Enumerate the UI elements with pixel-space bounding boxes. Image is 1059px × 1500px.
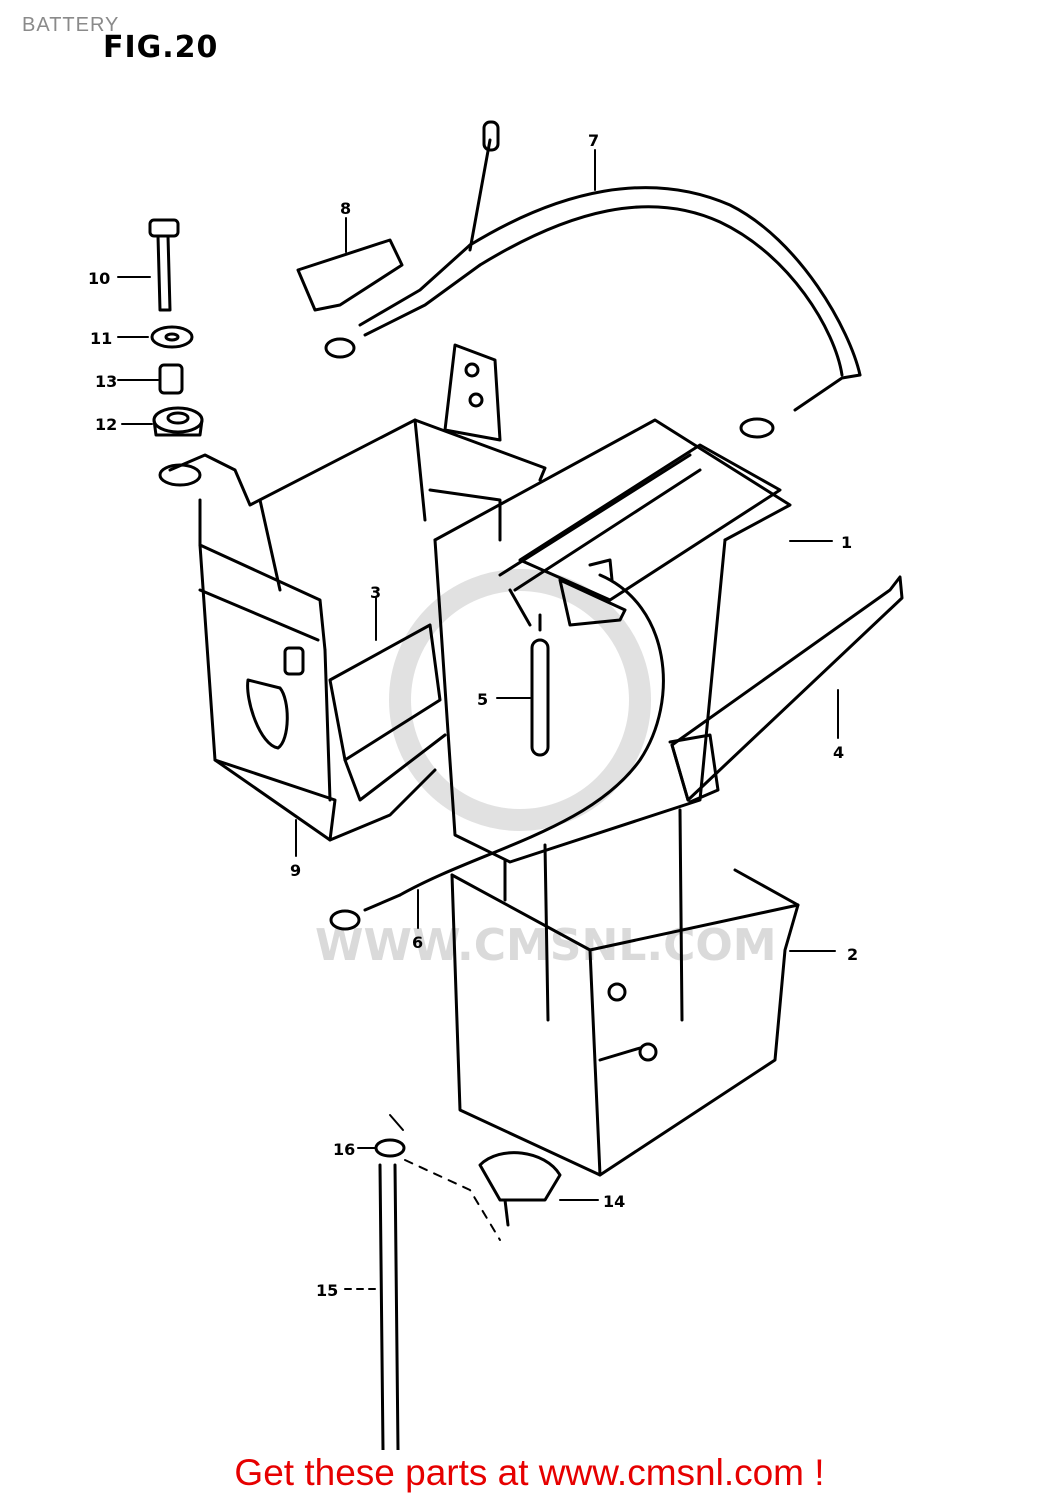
callout-11: 11 <box>90 329 112 348</box>
callout-3: 3 <box>370 583 381 602</box>
clamp <box>374 1138 406 1158</box>
callout-13: 13 <box>95 372 117 391</box>
positive-lead <box>324 120 862 439</box>
callout-16: 16 <box>333 1140 355 1159</box>
callout-9: 9 <box>290 861 301 880</box>
footer-shop-link[interactable]: Get these parts at www.cmsnl.com ! <box>234 1452 825 1493</box>
callout-2: 2 <box>847 945 858 964</box>
figure-label: FIG.20 <box>103 30 219 65</box>
battery-case <box>450 868 800 1177</box>
leader-lines <box>117 149 839 1290</box>
callout-6: 6 <box>412 933 423 952</box>
callout-5: 5 <box>477 690 488 709</box>
callout-4: 4 <box>833 743 844 762</box>
bolt <box>148 218 180 312</box>
battery-exploded-diagram: WWW.CMSNL.COM <box>88 120 904 1450</box>
washer <box>150 325 194 349</box>
callout-8: 8 <box>340 199 351 218</box>
page-title: BATTERY <box>22 14 120 36</box>
battery-holder <box>158 343 547 842</box>
battery <box>433 418 792 1022</box>
spacer <box>158 363 184 395</box>
callout-7: 7 <box>588 131 599 150</box>
negative-lead <box>329 573 665 931</box>
callout-15: 15 <box>316 1281 338 1300</box>
callout-10: 10 <box>88 269 110 288</box>
terminal-cover <box>296 238 404 312</box>
callout-14: 14 <box>603 1192 625 1211</box>
battery-band <box>668 575 904 804</box>
callout-1: 1 <box>841 533 852 552</box>
breather-cap <box>478 1151 562 1227</box>
level-tube <box>530 638 550 757</box>
grommet <box>152 406 204 437</box>
breather-hose <box>378 1163 400 1450</box>
callout-12: 12 <box>95 415 117 434</box>
callout-labels: 1 2 3 4 5 6 7 8 9 10 11 12 13 14 15 16 <box>88 131 858 1300</box>
